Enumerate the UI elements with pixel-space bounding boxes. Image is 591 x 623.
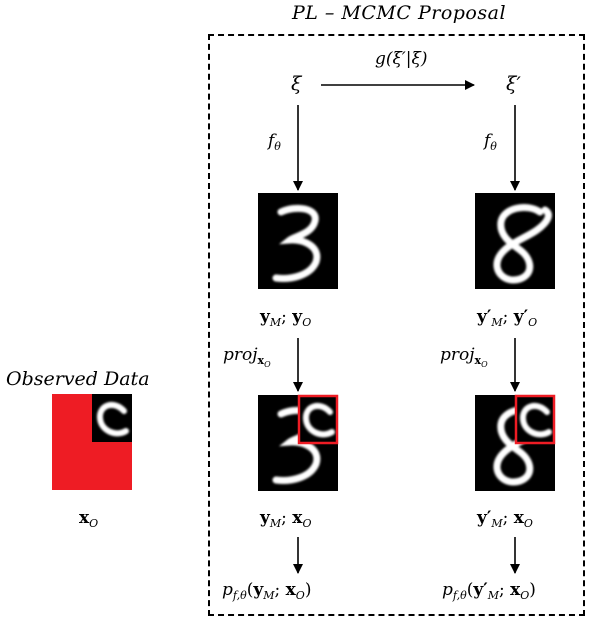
proj-subsub: O [481,360,488,369]
pair-b: y [292,307,303,327]
pair-a: y′ [477,307,492,327]
paren-open: ( [246,580,254,600]
p-sep: ; [498,580,511,600]
observed-patch-outline-right [514,394,556,445]
pair-sep: ; [502,307,514,327]
p-b: x [510,580,521,600]
p-a: y [253,580,264,600]
pair-b-sub: O [302,517,312,530]
paren-open: ( [466,580,474,600]
theta-subscript: θ [274,140,281,153]
proj-text: proj [223,345,258,365]
f-theta-label-right: fθ [484,131,497,153]
pair-sep: ; [281,307,293,327]
p-b-sub: O [520,589,530,602]
p-symbol: p [222,580,233,600]
pair-b: x [292,508,303,528]
xi-prime-node: ξ′ [506,73,521,95]
f-symbol: f [268,131,275,151]
diagram-title: PL – MCMC Proposal [291,2,507,24]
observed-xo-label: xO [79,508,98,530]
p-sub: f,θ [232,589,247,602]
digit-image-8-top [475,193,555,289]
digit-image-3-bottom [258,394,339,491]
f-symbol: f [484,131,491,151]
pair-label-left-top: yM; yO [260,307,311,329]
p-a-sub: M [263,589,275,602]
proj-label-right: projxO [440,345,488,369]
pair-a-sub: M [269,316,282,329]
p-sep: ; [274,580,286,600]
proj-sub: x [474,354,482,367]
p-a: y′ [473,580,488,600]
pair-b-sub: O [528,316,538,329]
xi-node: ξ [291,73,302,95]
p-b: x [285,580,296,600]
proj-text: proj [440,345,475,365]
pair-b: y′ [513,307,529,327]
paren-close: ) [529,580,536,600]
proposal-box [208,34,585,616]
pair-a: y [260,508,270,528]
pair-sep: ; [281,508,293,528]
f-theta-label-left: fθ [268,131,281,153]
proj-sub: x [257,354,265,367]
observed-data-title: Observed Data [6,368,150,390]
pair-a: y′ [477,508,492,528]
proposal-distribution-label: g(ξ′|ξ) [375,49,428,69]
pair-a: y [260,307,270,327]
p-b-sub: O [295,589,305,602]
pair-b: x [513,508,524,528]
pair-label-right-bottom: y′M; xO [477,508,533,530]
digit-image-3-top [258,193,338,289]
xo-a-sub: O [89,517,99,530]
p-symbol: p [442,580,453,600]
theta-subscript: θ [490,140,497,153]
pair-sep: ; [502,508,514,528]
pair-label-left-bottom: yM; xO [260,508,311,530]
pair-a-sub: M [269,517,282,530]
xo-a: x [79,508,90,528]
observed-patch-outline-left [297,394,339,445]
p-sub: f,θ [452,589,467,602]
observed-data-image [52,394,132,490]
pair-b-sub: O [523,517,533,530]
pair-b-sub: O [302,316,312,329]
p-a-sub: M [487,589,499,602]
pair-label-right-top: y′M; y′O [477,307,537,329]
likelihood-label-left: pf,θ(yM; xO) [222,580,311,602]
proj-subsub: O [264,360,271,369]
paren-close: ) [304,580,312,600]
pair-a-sub: M [491,316,503,329]
pair-a-sub: M [491,517,503,530]
proj-label-left: projxO [223,345,271,369]
likelihood-label-right: pf,θ(y′M; xO) [442,580,536,602]
digit-image-8-bottom [475,394,556,491]
